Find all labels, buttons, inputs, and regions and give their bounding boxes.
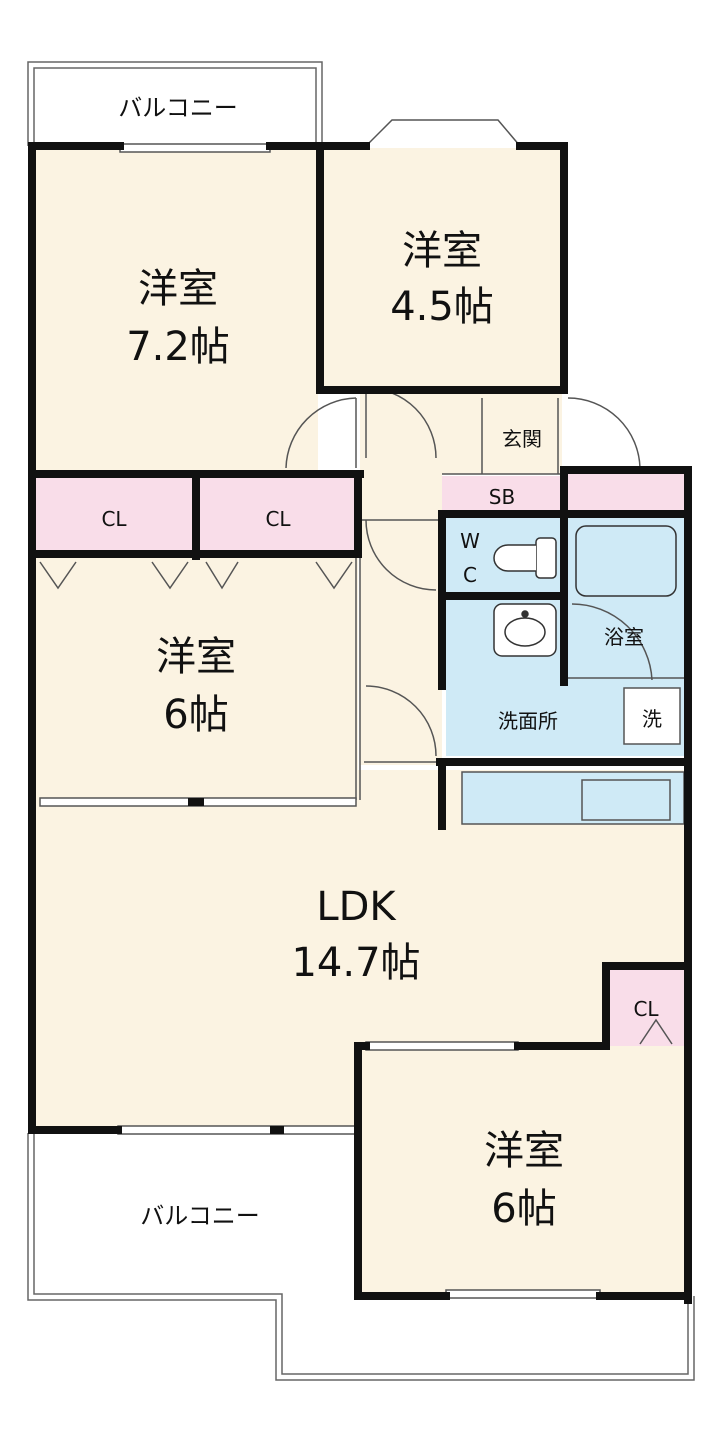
room-western-7-2-size: 7.2帖 [126, 324, 230, 370]
washer-label: 洗 [642, 707, 662, 731]
room-western-6-low-floor [360, 1048, 686, 1294]
walls [28, 142, 692, 1304]
room-western-6-low-size: 6帖 [491, 1186, 556, 1232]
hall-floor [360, 390, 442, 765]
closet-mid [200, 478, 356, 552]
fixtures [493, 525, 681, 745]
balcony-bottom [27, 1133, 695, 1381]
entrance-floor [442, 390, 562, 474]
room-western-6-mid-size: 6帖 [163, 692, 228, 738]
room-western-4-5-floor [322, 148, 562, 388]
balcony-top-label: バルコニー [118, 94, 238, 122]
closet-left-label: CL [101, 507, 127, 531]
balcony-bottom-label: バルコニー [140, 1202, 260, 1230]
wc-label-w: W [460, 529, 480, 553]
room-western-6-low-name: 洋室 [484, 1128, 564, 1174]
room-western-7-2-floor [34, 150, 318, 472]
washroom-label: 洗面所 [498, 709, 558, 733]
room-western-4-5-name: 洋室 [402, 228, 482, 274]
ldk-size: 14.7帖 [291, 940, 420, 986]
closet-ldk-label: CL [633, 997, 659, 1021]
washer-slot [623, 687, 681, 745]
entrance-label: 玄関 [502, 427, 542, 451]
closet-ldk [608, 970, 684, 1046]
kitchen-sink [581, 779, 671, 821]
room-western-6-mid-floor [34, 552, 358, 804]
shoe-box [442, 476, 560, 512]
room-western-6-mid-name: 洋室 [156, 634, 236, 680]
bathroom-label: 浴室 [604, 625, 644, 649]
shoe-box-label: SB [489, 485, 515, 509]
closet-mid-label: CL [265, 507, 291, 531]
room-western-7-2-name: 洋室 [138, 266, 218, 312]
wc-label-c: C [463, 563, 477, 587]
washbasin-icon [493, 603, 557, 657]
balcony-top [27, 61, 323, 146]
ldk-name: LDK [316, 884, 397, 930]
toilet-icon [493, 537, 557, 579]
labels: バルコニー バルコニー 洋室 7.2帖 洋室 4.5帖 洋室 6帖 LDK 14… [101, 94, 662, 1232]
closet-entrance-right [568, 472, 686, 510]
bathtub-icon [575, 525, 677, 597]
closet-left [36, 478, 192, 552]
room-western-4-5-size: 4.5帖 [390, 284, 494, 330]
floors [34, 148, 686, 1294]
closets [36, 472, 686, 1046]
